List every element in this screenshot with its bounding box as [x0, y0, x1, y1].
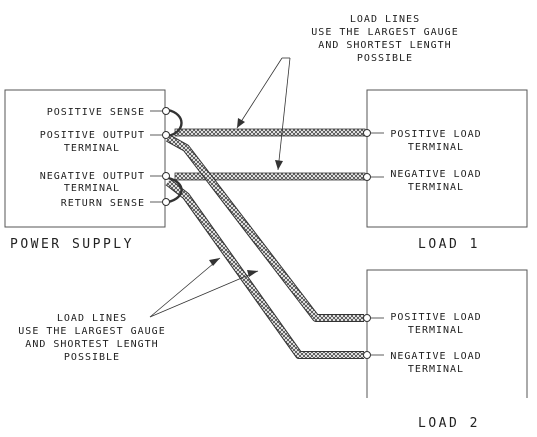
positive-output-label: POSITIVE OUTPUT	[40, 130, 145, 141]
bottom-note-line3: AND SHORTEST LENGTH	[25, 339, 158, 350]
load2-negative-label-line2: TERMINAL	[408, 364, 464, 375]
load1-positive-label: POSITIVE LOAD	[390, 129, 481, 140]
bottom-note-arrow-2	[149, 270, 259, 318]
negative-output-label: NEGATIVE OUTPUT	[40, 171, 145, 182]
bottom-note-line1: LOAD LINES	[57, 313, 127, 324]
load2-positive-label-line2: TERMINAL	[408, 325, 464, 336]
return-sense-label: RETURN SENSE	[61, 198, 145, 209]
load2-title: LOAD 2	[418, 416, 480, 431]
load2-negative-terminal	[363, 351, 371, 359]
load1-negative-terminal	[363, 173, 371, 181]
top-note-line4: POSSIBLE	[357, 53, 413, 64]
load2-positive-label: POSITIVE LOAD	[390, 312, 481, 323]
positive-output-terminal	[162, 131, 170, 139]
bottom-note-line2: USE THE LARGEST GAUGE	[18, 326, 165, 337]
positive-sense-jumper	[167, 108, 183, 138]
power-supply-box	[4, 89, 166, 228]
load1-negative-label: NEGATIVE LOAD	[390, 169, 481, 180]
load2-positive-terminal	[363, 314, 371, 322]
top-note-line1: LOAD LINES	[350, 14, 420, 25]
negative-output-terminal	[162, 172, 170, 180]
load1-negative-label-line2: TERMINAL	[408, 182, 464, 193]
load2-box	[366, 269, 528, 398]
load1-title: LOAD 1	[418, 237, 480, 252]
positive-sense-terminal	[162, 107, 170, 115]
bottom-note-arrow-1	[149, 257, 221, 318]
negative-output-label-line2: TERMINAL	[64, 183, 120, 194]
top-note-arrow-1	[236, 57, 283, 129]
positive-sense-label: POSITIVE SENSE	[47, 107, 145, 118]
top-note-arrow-2	[277, 57, 291, 171]
positive-output-label-line2: TERMINAL	[64, 143, 120, 154]
bottom-note-line4: POSSIBLE	[64, 352, 120, 363]
return-sense-terminal	[162, 198, 170, 206]
load1-positive-cable	[174, 128, 366, 137]
load1-positive-label-line2: TERMINAL	[408, 142, 464, 153]
top-note-line2: USE THE LARGEST GAUGE	[311, 27, 458, 38]
negative-sense-jumper	[167, 176, 183, 204]
power-supply-title: POWER SUPPLY	[10, 237, 134, 252]
top-note-line3: AND SHORTEST LENGTH	[318, 40, 451, 51]
load1-positive-terminal	[363, 129, 371, 137]
load2-negative-label: NEGATIVE LOAD	[390, 351, 481, 362]
load1-box	[366, 89, 528, 228]
